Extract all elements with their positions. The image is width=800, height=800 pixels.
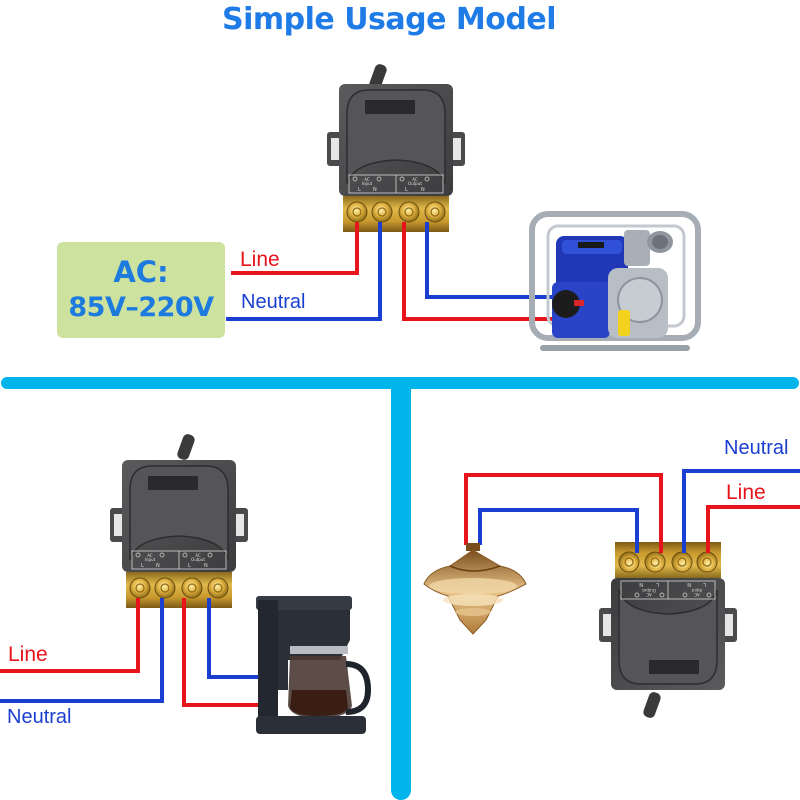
wire-output-neutral-bottom-right	[478, 508, 639, 553]
relay-module-top	[326, 64, 466, 233]
line-label-bottom-left: Line	[8, 643, 48, 666]
wire-line-output-bottom-left	[182, 598, 262, 707]
wire-neutral-output-bottom-left	[207, 598, 262, 679]
water-pump-icon	[529, 211, 701, 351]
neutral-label-bottom-right: Neutral	[724, 437, 789, 459]
wire-line-input-bottom-left	[0, 598, 140, 673]
antenna-icon	[177, 434, 195, 460]
antenna-icon	[643, 692, 661, 718]
wire-neutral-input-top	[226, 222, 382, 321]
ac-power-source: AC: 85V–220V	[57, 242, 225, 338]
wire-line-output-top	[402, 222, 560, 321]
ac-label: AC:	[113, 255, 169, 289]
wire-neutral-output-top	[425, 222, 560, 299]
neutral-label-top: Neutral	[241, 291, 306, 313]
line-label-top: Line	[240, 248, 280, 271]
antenna-icon	[369, 64, 387, 90]
neutral-label-bottom-left: Neutral	[7, 706, 72, 728]
chandelier-icon	[423, 543, 527, 635]
wire-neutral-input-bottom-right	[682, 469, 800, 553]
voltage-range: 85V–220V	[68, 292, 214, 323]
relay-module-bottom-left	[109, 434, 249, 609]
relay-module-bottom-right	[598, 541, 738, 718]
wire-line-input-bottom-right	[706, 505, 800, 553]
vertical-divider	[391, 380, 411, 800]
line-label-bottom-right: Line	[726, 481, 766, 504]
wire-line-input-top	[231, 222, 359, 275]
wire-neutral-input-bottom-left	[0, 598, 164, 703]
coffee-maker-icon	[256, 596, 372, 734]
diagram-title: Simple Usage Model	[222, 2, 557, 37]
wire-output-line-bottom-right	[464, 473, 663, 553]
